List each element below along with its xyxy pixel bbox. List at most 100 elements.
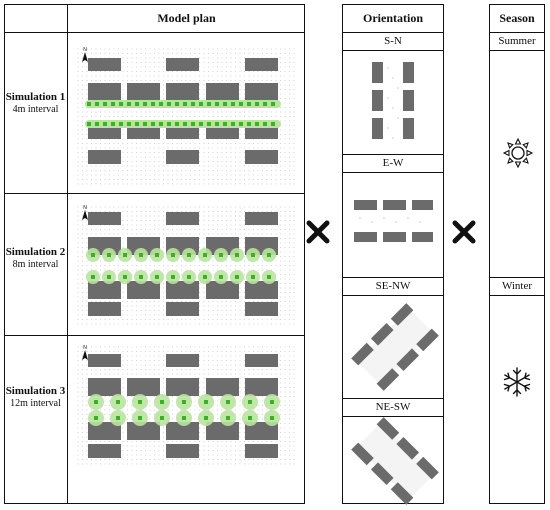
sensor-point [248,400,252,404]
sensor-point [135,122,139,126]
building-block [206,422,239,440]
sensor-point [204,416,208,420]
sensor-point [182,400,186,404]
sensor-line [86,270,276,284]
sensor-point [135,102,139,106]
sensor-point [203,275,207,279]
sensor-point [151,102,155,106]
north-label: N [83,205,87,211]
sensor-point [219,275,223,279]
orientation-label-ew: E-W [382,157,404,169]
building-block [88,444,121,458]
sensor-point [116,416,120,420]
orientation-band-senw: SE-NW [342,277,444,296]
sensor-point [107,275,111,279]
sensor-line [85,100,281,108]
building-block [88,58,121,71]
simulation-2-plan: N [77,205,295,325]
sensor-point [271,102,275,106]
building-block [245,422,278,440]
building-block [166,83,199,101]
building-block [166,422,199,440]
model-plan-header: Model plan [157,11,216,25]
season-header: Season [499,11,535,25]
sensor-point [167,122,171,126]
sensor-point [171,253,175,257]
building-blocks [351,303,439,391]
sensor-point [226,416,230,420]
sensor-point [160,416,164,420]
sensor-point [203,253,207,257]
building-block [88,354,121,367]
sensor-point [248,416,252,420]
building-block [166,354,199,367]
sensor-point [251,275,255,279]
sensor-point [183,122,187,126]
simulation-3-subtitle: 12m interval [10,398,61,409]
row-divider-2 [4,335,305,336]
season-band-winter: Winter [489,277,545,296]
sensor-point [139,253,143,257]
sensor-point [207,102,211,106]
building-block [88,422,121,440]
sensor-point [160,400,164,404]
sensor-point [143,102,147,106]
sensor-point [127,122,131,126]
north-arrow-icon: N [82,345,88,360]
table-vertical-divider [67,4,68,504]
sensor-point [199,102,203,106]
building-block [245,58,278,71]
building-block [206,378,239,396]
sensor-point [94,416,98,420]
orientation-label-nesw: NE-SW [375,401,411,413]
orientation-column [342,4,444,504]
simulation-1-label: Simulation 1 4m interval [4,91,67,116]
multiply-icon [306,220,330,244]
sensor-point [138,416,142,420]
sensor-point [204,400,208,404]
sensor-point [91,253,95,257]
north-label: N [83,47,87,53]
sensor-point [187,275,191,279]
building-block [206,83,239,101]
multiply-icon [452,220,476,244]
buildings [88,354,278,458]
sensor-point [123,275,127,279]
sensor-point [119,102,123,106]
sensor-point [247,122,251,126]
sensor-point [119,122,123,126]
sensor-point [143,122,147,126]
building-block [166,281,199,299]
sensor-line [86,248,276,262]
building-block [245,281,278,299]
sensor-point [187,253,191,257]
sensor-point [199,122,203,126]
sensor-point [247,102,251,106]
sensor-point [111,102,115,106]
building-block [245,83,278,101]
sensor-point [175,122,179,126]
simulation-2-title: Simulation 2 [5,246,66,258]
sensor-point [167,102,171,106]
simulation-2-subtitle: 8m interval [12,259,59,270]
sensor-point [95,102,99,106]
sensor-point [159,102,163,106]
sensor-point [239,122,243,126]
sensor-point [263,102,267,106]
simulation-3-title: Simulation 3 [5,385,66,397]
sensor-point [103,122,107,126]
sensor-point [271,122,275,126]
sensor-point [255,102,259,106]
sensor-point [191,102,195,106]
sensor-point [226,400,230,404]
sensor-point [138,400,142,404]
buildings [88,212,278,316]
orientation-band-nesw: NE-SW [342,398,444,417]
north-arrow-icon: N [82,205,88,220]
simulation-3-label: Simulation 3 12m interval [4,385,67,410]
building-block [245,378,278,396]
orientation-header: Orientation [363,11,423,25]
building-block [88,378,121,396]
sensor-point [87,122,91,126]
building-block [245,444,278,458]
